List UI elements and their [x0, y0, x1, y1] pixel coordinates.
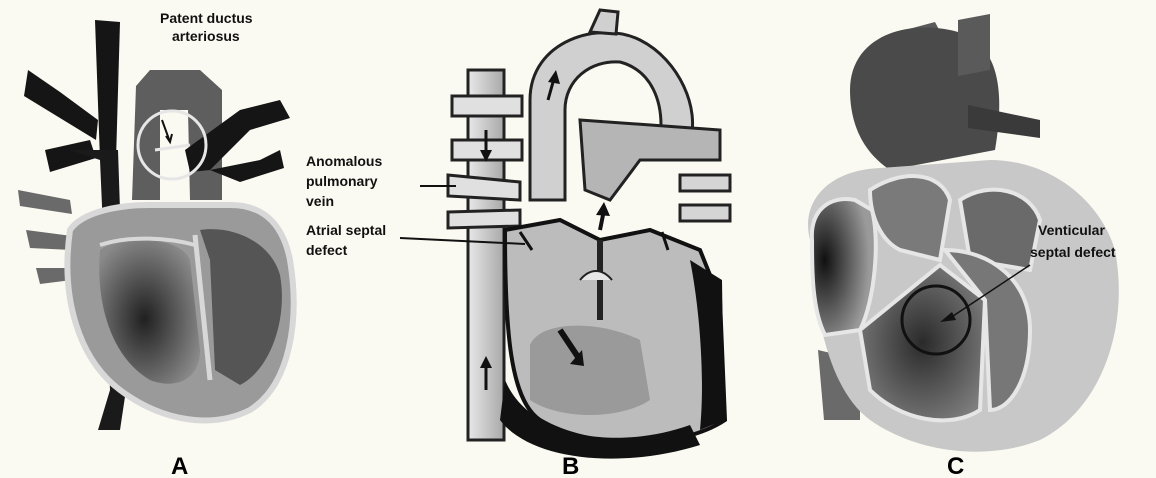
panel-a-callout-line2: arteriosus — [172, 28, 240, 44]
panel-b-asd-line2: defect — [306, 242, 348, 258]
panel-b-vein-line1: Anomalous — [306, 153, 382, 169]
panel-b-vein-line3: vein — [306, 193, 334, 209]
panel-c-letter: C — [947, 453, 964, 478]
panel-a-callout-line1: Patent ductus — [160, 10, 253, 26]
panel-b-letter: B — [562, 453, 579, 478]
panel-a-letter: A — [171, 453, 188, 478]
panel-c-callout-line1: Venticular — [1038, 222, 1105, 238]
panel-c-callout-line2: septal defect — [1030, 244, 1116, 260]
panel-b-asd-line1: Atrial septal — [306, 222, 386, 238]
panel-b-vein-line2: pulmonary — [306, 173, 378, 189]
